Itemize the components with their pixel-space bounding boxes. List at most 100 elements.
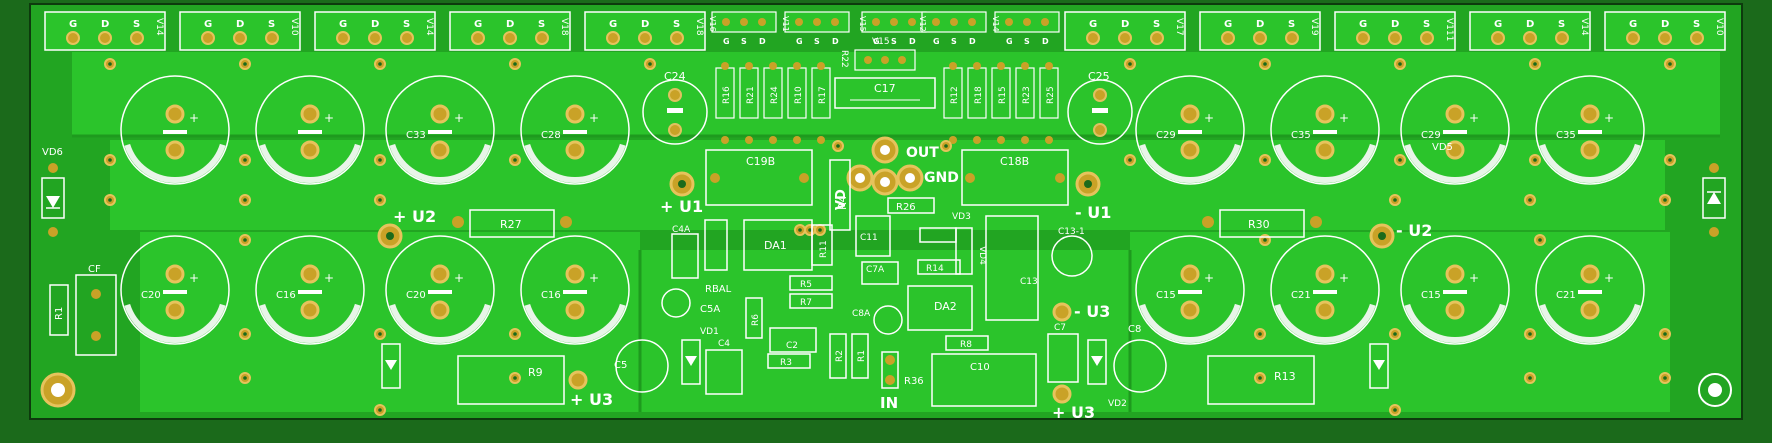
terminal-u2-right[interactable]: - U2 — [1369, 221, 1432, 249]
c4a-label: C4A — [672, 225, 691, 235]
polarity-mark: + — [454, 111, 464, 125]
polarity-mark: + — [324, 271, 334, 285]
capacitor-cf: CF — [75, 264, 117, 356]
transistor-label: V14 — [1579, 18, 1589, 36]
vd3-label: VD3 — [952, 212, 971, 222]
polarity-mark: + — [1469, 271, 1479, 285]
via-hole — [513, 62, 517, 66]
pin-label: S — [814, 37, 820, 46]
via-hole — [1663, 332, 1667, 336]
r36-label: R36 — [904, 376, 924, 387]
via-hole — [1528, 332, 1532, 336]
capacitor-label: C15 — [1156, 290, 1176, 301]
r5-label: R5 — [800, 280, 812, 290]
resistor-rbal: RBAL — [704, 219, 732, 295]
u1-right-label: - U1 — [1075, 203, 1111, 222]
r26-label: R26 — [896, 202, 916, 213]
transistor-label: V14 — [424, 18, 434, 36]
terminal-u1-right[interactable]: - U1 — [1075, 171, 1111, 222]
pin-label: G — [204, 19, 212, 30]
capacitor-top-4: +C29 — [1135, 75, 1245, 185]
via-hole — [513, 332, 517, 336]
capacitor-c8: C8 — [1113, 324, 1167, 393]
pin-label: D — [641, 19, 649, 30]
r13-label: R13 — [1274, 370, 1296, 383]
v15-label: V15 — [872, 37, 890, 47]
capacitor-top-6: +C29 — [1400, 75, 1510, 185]
via-hole — [1128, 62, 1132, 66]
r1b-label: R1 — [857, 350, 867, 362]
resistor-r1-left: R1 — [49, 284, 69, 336]
r3-label: R3 — [780, 358, 792, 368]
output-terminal[interactable]: OUT — [871, 136, 939, 164]
terminal-u3-bottom-left[interactable]: + U3 — [568, 370, 613, 409]
resistor-label: R15 — [998, 86, 1008, 104]
capacitor-label: C21 — [1291, 290, 1311, 301]
resistor-label: R21 — [746, 86, 756, 104]
c8a-label: C8A — [852, 309, 871, 319]
capacitor-c18b: C18B — [961, 149, 1069, 206]
pin-label: D — [1661, 19, 1669, 30]
resistor-r13: R13 — [1207, 355, 1315, 405]
terminal-u3-right[interactable]: - U3 — [1052, 302, 1110, 322]
pin-label: G — [1089, 19, 1097, 30]
via-hole — [243, 238, 247, 242]
resistor-r30: R30 — [1202, 209, 1322, 238]
vd1-label: VD1 — [700, 327, 719, 337]
diode-vd1: VD1 — [681, 327, 719, 385]
terminal-u3-bottom-mid[interactable]: + U3 — [1052, 384, 1095, 422]
capacitor-label: C35 — [1556, 130, 1576, 141]
capacitor-label: C33 — [406, 130, 426, 141]
resistor-label: R18 — [974, 86, 984, 104]
capacitor-c4: C4 — [705, 339, 743, 395]
capacitor-top-3: +C28 — [520, 75, 630, 185]
resistor-label: R24 — [770, 86, 780, 104]
c2-label: C2 — [786, 341, 798, 351]
via-hole — [243, 62, 247, 66]
r4-label: R4 — [836, 195, 849, 210]
polarity-mark: + — [589, 271, 599, 285]
polarity-mark: + — [1469, 111, 1479, 125]
resistor-r11: R11 — [811, 224, 833, 266]
input-terminal[interactable]: IN — [880, 351, 899, 412]
terminal-u1-left[interactable]: + U1 — [660, 171, 703, 216]
terminal-u2-left[interactable]: + U2 — [377, 207, 436, 249]
gnd-terminal[interactable]: GND — [846, 164, 959, 196]
resistor-label: R16 — [722, 86, 732, 104]
copper-pour-bottom-right — [1130, 232, 1670, 412]
resistor-r27: R27 — [452, 209, 572, 238]
u2-left-label: + U2 — [393, 207, 436, 226]
pin-label: G — [1224, 19, 1232, 30]
r8-label: R8 — [960, 340, 972, 350]
via-hole — [818, 228, 822, 232]
pin-label: S — [1693, 19, 1700, 30]
via-hole — [1258, 332, 1262, 336]
via-hole — [378, 198, 382, 202]
pin-label: D — [236, 19, 244, 30]
via-hole — [1663, 198, 1667, 202]
resistor-label: R12 — [950, 86, 960, 104]
r22-label: R22 — [839, 50, 849, 68]
via-hole — [1538, 238, 1542, 242]
via-hole — [1528, 376, 1532, 380]
diode-right-bottom — [1369, 343, 1389, 389]
c7-label: C7 — [1054, 323, 1066, 333]
transistor-label: V10 — [1714, 18, 1724, 36]
r14-label: R14 — [926, 264, 944, 274]
pin-label: G — [339, 19, 347, 30]
via-hole — [1668, 62, 1672, 66]
small-transistor-label: V15 — [858, 16, 867, 32]
resistor-label: R17 — [818, 86, 828, 104]
capacitor-label: C29 — [1156, 130, 1176, 141]
resistor-r5: R5 — [789, 275, 833, 291]
small-transistor-label: V14 — [991, 16, 1000, 32]
in-label: IN — [880, 394, 898, 412]
resistor-r7: R7 — [789, 293, 833, 309]
